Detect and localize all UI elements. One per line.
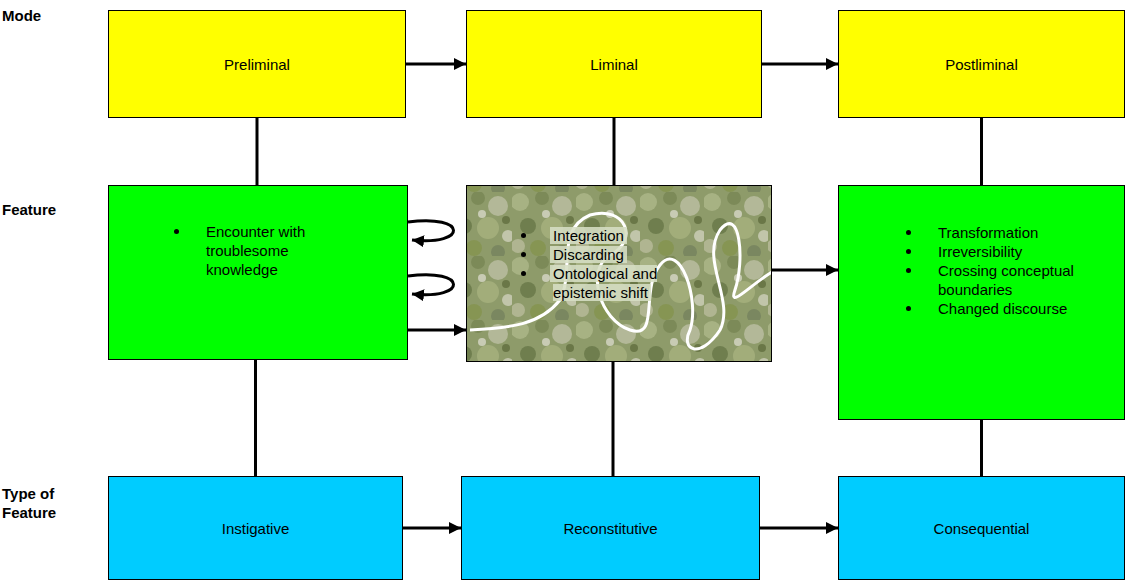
- loop-arrow: [408, 275, 454, 295]
- connector-arrow: [408, 329, 466, 332]
- bullet-item: Discarding: [553, 245, 683, 264]
- bullet-item: Crossing conceptual boundaries: [938, 261, 1113, 299]
- mode-label: Postliminal: [945, 55, 1018, 74]
- feature-box: Encounter with troublesome knowledge: [108, 185, 408, 360]
- mode-box: Preliminal: [108, 10, 406, 118]
- connector-arrow: [980, 118, 983, 185]
- bullet-item: Encounter with troublesome knowledge: [206, 222, 356, 279]
- bullet-text: Crossing conceptual boundaries: [938, 262, 1074, 298]
- mode-label: Liminal: [590, 55, 638, 74]
- bullet-text: Integration: [550, 227, 627, 244]
- bullet-text: Irreversibility: [938, 243, 1022, 260]
- feature-photo-box: IntegrationDiscardingOntological and epi…: [466, 185, 772, 362]
- connector-arrow: [403, 527, 461, 530]
- text-wrap: Preliminal: [224, 55, 290, 74]
- mode-label: Consequential: [934, 519, 1030, 538]
- bullet-text: Encounter with troublesome knowledge: [206, 223, 305, 278]
- mode-label: Preliminal: [224, 55, 290, 74]
- connector-arrow: [762, 63, 838, 66]
- text-wrap: Instigative: [222, 519, 290, 538]
- mode-label: Reconstitutive: [563, 519, 657, 538]
- row-label: Feature: [2, 200, 102, 219]
- row-label: Mode: [2, 6, 102, 25]
- bullet-text: Transformation: [938, 224, 1038, 241]
- type-box: Consequential: [838, 476, 1125, 580]
- connector-arrow: [254, 360, 257, 476]
- bullet-text: Changed discourse: [938, 300, 1067, 317]
- mode-box: Liminal: [466, 10, 762, 118]
- text-wrap: Liminal: [590, 55, 638, 74]
- moss-photo: [466, 185, 772, 362]
- text-wrap: Postliminal: [945, 55, 1018, 74]
- connector-arrow: [612, 362, 615, 476]
- bullet-item: Integration: [553, 226, 683, 245]
- text-wrap: Consequential: [934, 519, 1030, 538]
- type-box: Reconstitutive: [461, 476, 760, 580]
- connector-arrow: [613, 118, 616, 185]
- bullet-item: Transformation: [938, 223, 1113, 242]
- loop-arrow: [408, 221, 454, 241]
- bullet-item: Ontological and epistemic shift: [553, 264, 683, 302]
- feature-box: TransformationIrreversibilityCrossing co…: [838, 185, 1125, 420]
- bullet-item: Irreversibility: [938, 242, 1113, 261]
- mode-label: Instigative: [222, 519, 290, 538]
- connector-arrow: [980, 420, 983, 476]
- type-box: Instigative: [108, 476, 403, 580]
- bullet-text: Ontological and epistemic shift: [550, 265, 657, 301]
- squiggle-path: [470, 213, 772, 349]
- text-wrap: Reconstitutive: [563, 519, 657, 538]
- connector-arrow: [772, 269, 838, 272]
- bullet-item: Changed discourse: [938, 299, 1113, 318]
- bullet-text: Discarding: [550, 246, 627, 263]
- connector-arrow: [406, 63, 466, 66]
- connector-arrow: [256, 118, 259, 185]
- row-label: Type of Feature: [2, 484, 87, 522]
- mode-box: Postliminal: [838, 10, 1125, 118]
- connector-arrow: [760, 527, 838, 530]
